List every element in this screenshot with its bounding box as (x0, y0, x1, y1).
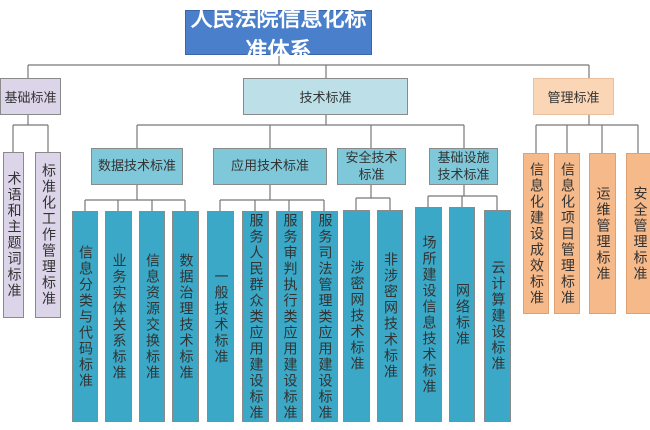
node-label: 一般技术标准 (212, 268, 229, 365)
node-label: 信息化项目管理标准 (559, 161, 575, 306)
node-standardization-mgmt-standard: 标准化工作管理标准 (35, 152, 61, 318)
node-label: 运维管理标准 (594, 185, 611, 282)
leaf-general-tech: 一般技术标准 (207, 211, 234, 422)
leaf-public-service-apps: 服务人民群众类应用建设标准 (242, 211, 269, 422)
node-label: 云计算建设标准 (489, 260, 506, 372)
node-label: 非涉密网技术标准 (382, 252, 398, 380)
node-label: 信息资源交换标准 (144, 252, 160, 381)
leaf-judicial-mgmt-apps: 服务司法管理类应用建设标准 (311, 211, 338, 422)
node-basic-standards: 基础标准 (0, 78, 61, 115)
node-label: 服务人民群众类应用建设标准 (247, 212, 264, 421)
leaf-network-standard: 网络标准 (449, 207, 475, 422)
leaf-nonclassified-network: 非涉密网技术标准 (377, 210, 403, 422)
node-label: 数据治理技术标准 (177, 252, 194, 381)
node-data-tech: 数据技术标准 (91, 148, 183, 185)
node-label: 网络标准 (454, 282, 470, 347)
leaf-cloud-computing: 云计算建设标准 (484, 210, 511, 422)
leaf-entity-relation: 业务实体关系标准 (105, 211, 132, 422)
node-infra-tech: 基础设施技术标准 (429, 148, 498, 185)
node-label: 信息分类与代码标准 (77, 244, 93, 389)
leaf-security-mgmt: 安全管理标准 (626, 153, 650, 314)
node-security-tech: 安全技术标准 (337, 148, 406, 185)
node-app-tech: 应用技术标准 (213, 148, 327, 185)
node-label: 场所建设信息技术标准 (420, 234, 437, 395)
node-label: 标准化工作管理标准 (40, 163, 56, 307)
node-tech-standards: 技术标准 (243, 78, 408, 115)
node-label: 服务审判执行类应用建设标准 (281, 212, 298, 421)
leaf-trial-execution-apps: 服务审判执行类应用建设标准 (276, 211, 303, 422)
node-label: 业务实体关系标准 (110, 252, 127, 381)
node-mgmt-standards: 管理标准 (533, 78, 614, 115)
leaf-resource-exchange: 信息资源交换标准 (139, 211, 165, 422)
leaf-it-project-mgmt: 信息化项目管理标准 (554, 153, 580, 314)
node-terminology-standard: 术语和主题词标准 (3, 152, 24, 318)
leaf-data-governance: 数据治理技术标准 (172, 211, 199, 422)
node-label: 服务司法管理类应用建设标准 (316, 212, 333, 421)
node-label: 涉密网技术标准 (348, 260, 365, 372)
node-label: 术语和主题词标准 (5, 171, 22, 299)
leaf-classified-network: 涉密网技术标准 (343, 210, 370, 422)
leaf-info-classification: 信息分类与代码标准 (72, 211, 98, 422)
node-label: 信息化建设成效标准 (528, 161, 544, 306)
diagram-title: 人民法院信息化标准体系 (185, 7, 372, 64)
leaf-operations-mgmt: 运维管理标准 (589, 153, 616, 314)
leaf-it-effectiveness: 信息化建设成效标准 (523, 153, 549, 314)
node-label: 安全管理标准 (631, 185, 648, 282)
leaf-site-construction: 场所建设信息技术标准 (415, 207, 442, 422)
